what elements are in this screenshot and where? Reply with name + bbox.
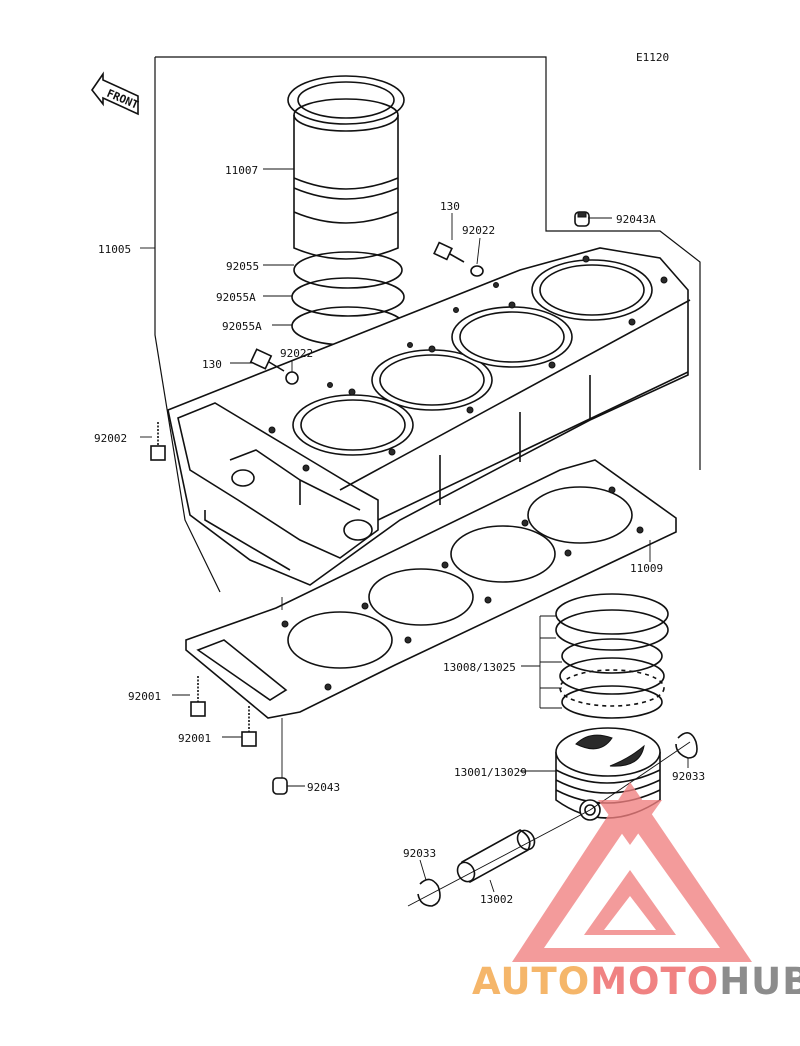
- bolt-92002: [150, 422, 166, 461]
- piston-pin: [456, 829, 536, 883]
- label-92033-left: 92033: [403, 847, 436, 860]
- label-11005: 11005: [98, 243, 131, 256]
- label-92001-lower: 92001: [178, 732, 211, 745]
- washer-92022-lower: [285, 371, 299, 385]
- label-13002: 13002: [480, 893, 513, 906]
- bolt-130-upper: [433, 241, 465, 263]
- cylinder-liner: [287, 75, 405, 260]
- label-92002: 92002: [94, 432, 127, 445]
- front-arrow-icon: FRONT: [91, 71, 141, 116]
- label-92033-right: 92033: [672, 770, 705, 783]
- label-92001-upper: 92001: [128, 690, 161, 703]
- washer-92022-upper: [470, 265, 484, 277]
- watermark-logo: [512, 782, 752, 962]
- label-11007: 11007: [225, 164, 258, 177]
- assembly-bracket: [154, 56, 701, 593]
- label-92022-upper: 92022: [462, 224, 495, 237]
- piston-ring-set: [555, 593, 669, 719]
- label-13001-13029: 13001/13029: [454, 766, 527, 779]
- circlip-right: [675, 732, 698, 759]
- dowel-92043a: [574, 211, 590, 227]
- label-92055a-1: 92055A: [216, 291, 256, 304]
- leader-lines: [140, 168, 691, 907]
- bolt-130-lower: [249, 348, 285, 372]
- label-13008-13025: 13008/13025: [443, 661, 516, 674]
- label-92043a: 92043A: [616, 213, 656, 226]
- base-gasket: [185, 459, 677, 719]
- bolt-92001-lower: [241, 706, 257, 747]
- label-11009: 11009: [630, 562, 663, 575]
- cylinder-block: [167, 247, 691, 586]
- bolt-92001-upper: [190, 676, 206, 717]
- watermark-text: AUTOMOTOHUB: [472, 960, 800, 1003]
- diagram-code: E1120: [636, 51, 669, 64]
- label-130-upper: 130: [440, 200, 460, 213]
- front-arrow-label: FRONT: [105, 87, 141, 112]
- circlip-left: [417, 878, 441, 907]
- label-92055a-2: 92055A: [222, 320, 262, 333]
- watermark-part1: AUTO: [472, 960, 591, 1003]
- watermark-part3: HUB: [719, 960, 800, 1003]
- label-92043: 92043: [307, 781, 340, 794]
- watermark-part2: MOTO: [590, 960, 720, 1003]
- label-92022-lower: 92022: [280, 347, 313, 360]
- label-92055: 92055: [226, 260, 259, 273]
- dowel-92043: [272, 777, 288, 795]
- label-130-lower: 130: [202, 358, 222, 371]
